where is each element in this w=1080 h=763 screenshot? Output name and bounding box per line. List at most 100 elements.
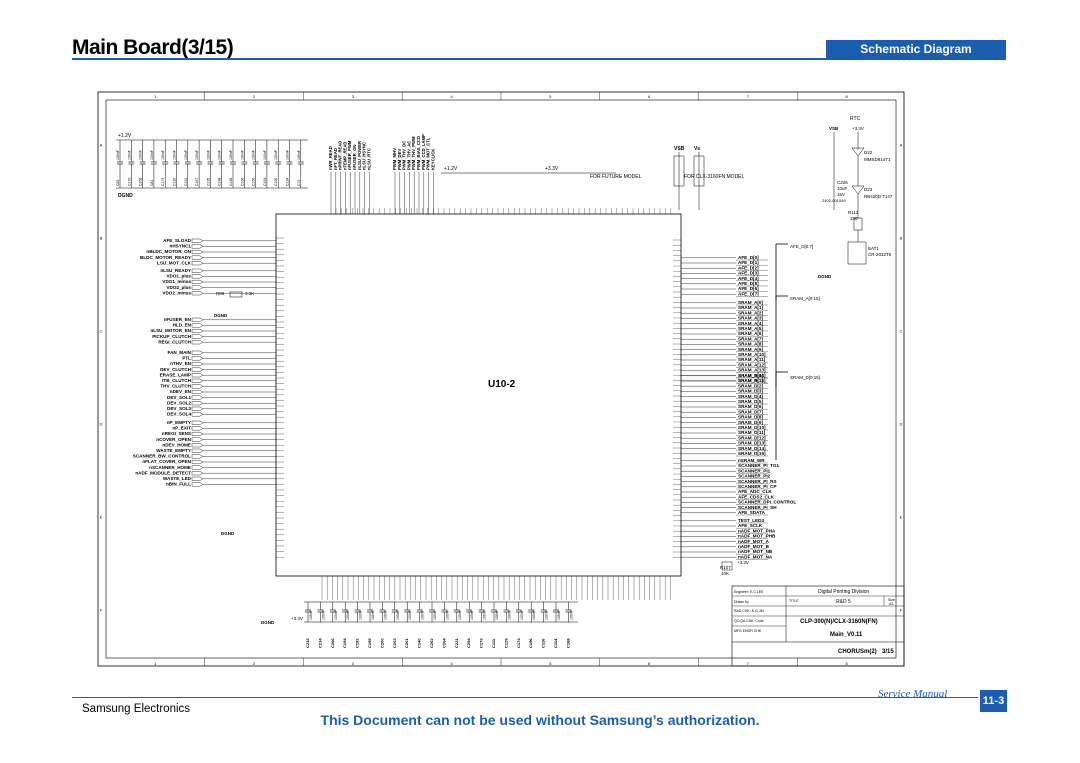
port-arrow: [191, 323, 204, 328]
cap-value: 100nF: [263, 150, 267, 160]
grid-col-label: 6: [648, 661, 651, 666]
tb-title-hdr: TITLE: [789, 599, 799, 603]
right-net-label: SRAM_A[3]: [738, 316, 763, 321]
tb-model: CLP-300(N)/CLX-3160N(FN): [800, 619, 878, 625]
right-net-label: SCANNER_DPI_CONTROL: [738, 500, 796, 505]
u10-inner-right-pins: [673, 239, 681, 558]
dgnd-bottom-label: DGND: [261, 620, 275, 625]
tb-check: R&D CHK: K.G.JIN: [734, 609, 764, 613]
port-arrow: [191, 390, 204, 394]
right-net-label: AFE_D[0]: [738, 255, 759, 260]
left-net-labels: AFE_SLOADnHSYNC1nBLDC_MOTOR_ONBLDC_MOTOR…: [133, 238, 276, 487]
port-arrow: [191, 401, 204, 406]
page-number-badge: 11-3: [980, 690, 1007, 712]
cap-value: 100nF: [240, 150, 244, 160]
grid-col-label: 1: [154, 661, 157, 666]
cap-ref: C131: [184, 178, 188, 186]
port-arrow: [191, 432, 204, 436]
left-net-label: nREGI_SENS: [162, 431, 191, 436]
cap-value: 100nF: [383, 610, 387, 620]
right-net-label: AFE_D[5]: [738, 281, 759, 286]
cap-ref: C134: [286, 178, 290, 186]
left-net-label: nCOVER_OPEN: [156, 437, 191, 442]
right-net-label: SRAM_D[14]: [738, 446, 766, 451]
right-net-label: SRAM_A[13]: [738, 368, 766, 373]
port-arrow: [191, 340, 204, 345]
grid-row-label: E: [900, 515, 903, 520]
cap-value: 100nF: [408, 610, 412, 620]
grid-col-label: 3: [352, 94, 355, 99]
cap-value: 100nF: [557, 610, 561, 620]
right-net-label: SRAM_D[0]: [738, 373, 763, 378]
right-net-label: nADF_MOT_PHA: [738, 528, 776, 533]
cap-ref: C173: [479, 638, 484, 648]
cap-value: 100nF: [346, 610, 350, 620]
r112-label: R112: [848, 210, 859, 215]
left-net-label: nSCANNER_HOME: [149, 465, 191, 470]
bat1-battery: [847, 241, 867, 265]
left-net-label: nLSU_MOTOR_EN: [151, 328, 192, 333]
left-net-label: PICKUP_CLUTCH: [152, 334, 191, 339]
d23-label: D23: [864, 187, 873, 192]
tb-dept: R&D 5: [836, 599, 851, 605]
left-net-label: VDO1_minus: [162, 279, 191, 284]
u10-chip-body: [275, 213, 682, 577]
right-net-label: SRAM_D[4]: [738, 394, 763, 399]
port-arrow: [191, 362, 204, 366]
grid-row-label: B: [900, 236, 903, 241]
grid-col-label: 4: [451, 94, 454, 99]
right-net-label: SRAM_A[14]: [738, 373, 766, 378]
rtc-vsb-label: VSB: [829, 126, 839, 131]
right-net-label: TEST_LED3: [738, 518, 764, 523]
cap-ref: C150: [274, 178, 278, 186]
port-arrow: [191, 384, 204, 389]
grid-col-label: 1: [154, 94, 157, 99]
right-net-label: SRAM_D[3]: [738, 389, 763, 394]
right-net-label: AFE_SCLK: [738, 523, 763, 528]
cap-value: 100nF: [150, 150, 154, 160]
right-net-label: SCANNER_PI_RS: [738, 479, 777, 484]
top-net-label: nLSU_RTC: [366, 148, 371, 170]
left-net-label: AFE_SLOAD: [163, 238, 192, 243]
left-net-label: FAN_MAIN: [168, 350, 192, 355]
left-net-label: DEV_CLUTCH: [160, 367, 192, 372]
right-net-label: SRAM_A[4]: [738, 321, 763, 326]
c226-val2: 16V: [837, 192, 845, 197]
port-arrow: [191, 244, 204, 249]
d22-part: MMSD914T1: [864, 157, 891, 162]
right-net-label: SRAM_D[9]: [738, 420, 763, 425]
cap-value: 100nF: [252, 150, 256, 160]
grid-col-label: 5: [549, 661, 552, 666]
port-arrow: [191, 356, 204, 361]
right-net-label: nADF_MOT_NA: [738, 554, 773, 559]
left-net-label: VDO1_plus: [166, 274, 191, 279]
right-net-label: SRAM_D[11]: [738, 430, 766, 435]
top-net-label: nPRINT_READ: [338, 141, 343, 170]
right-net-label: SRAM_A[10]: [738, 352, 766, 357]
dgnd-left2-label: DGND: [221, 531, 235, 536]
c226-val1: 10uF: [837, 186, 848, 191]
left-net-label: ERASE_LAMP: [160, 372, 191, 377]
top-net-label: nLSU_POWER: [357, 141, 362, 170]
right-net-label: SRAM_A[7]: [738, 336, 763, 341]
tb-mfg: MFG ENGR CHK: [734, 629, 762, 633]
left-net-label: REGI_CLUTCH: [158, 339, 191, 344]
port-arrow: [191, 465, 204, 470]
right-net-label: SRAM_A[9]: [738, 347, 763, 352]
left-net-label: BLDC_MOTOR_READY: [140, 255, 191, 260]
grid-row-label: F: [100, 608, 103, 613]
port-arrow: [191, 350, 204, 355]
d22-diode: [851, 147, 865, 157]
grid-row-label: B: [100, 236, 103, 241]
right-net-label: SRAM_A[15]: [738, 378, 766, 383]
cap-value: 100nF: [161, 150, 165, 160]
cap-value: 100nF: [470, 610, 474, 620]
right-net-label: SRAM_D[1]: [738, 378, 763, 383]
right-net-label: SRAM_D[5]: [738, 399, 763, 404]
port-arrow: [191, 460, 204, 464]
port-arrow: [191, 406, 204, 411]
cap-value: 100nF: [507, 610, 511, 620]
c226-part: 2402-001049: [822, 198, 846, 203]
